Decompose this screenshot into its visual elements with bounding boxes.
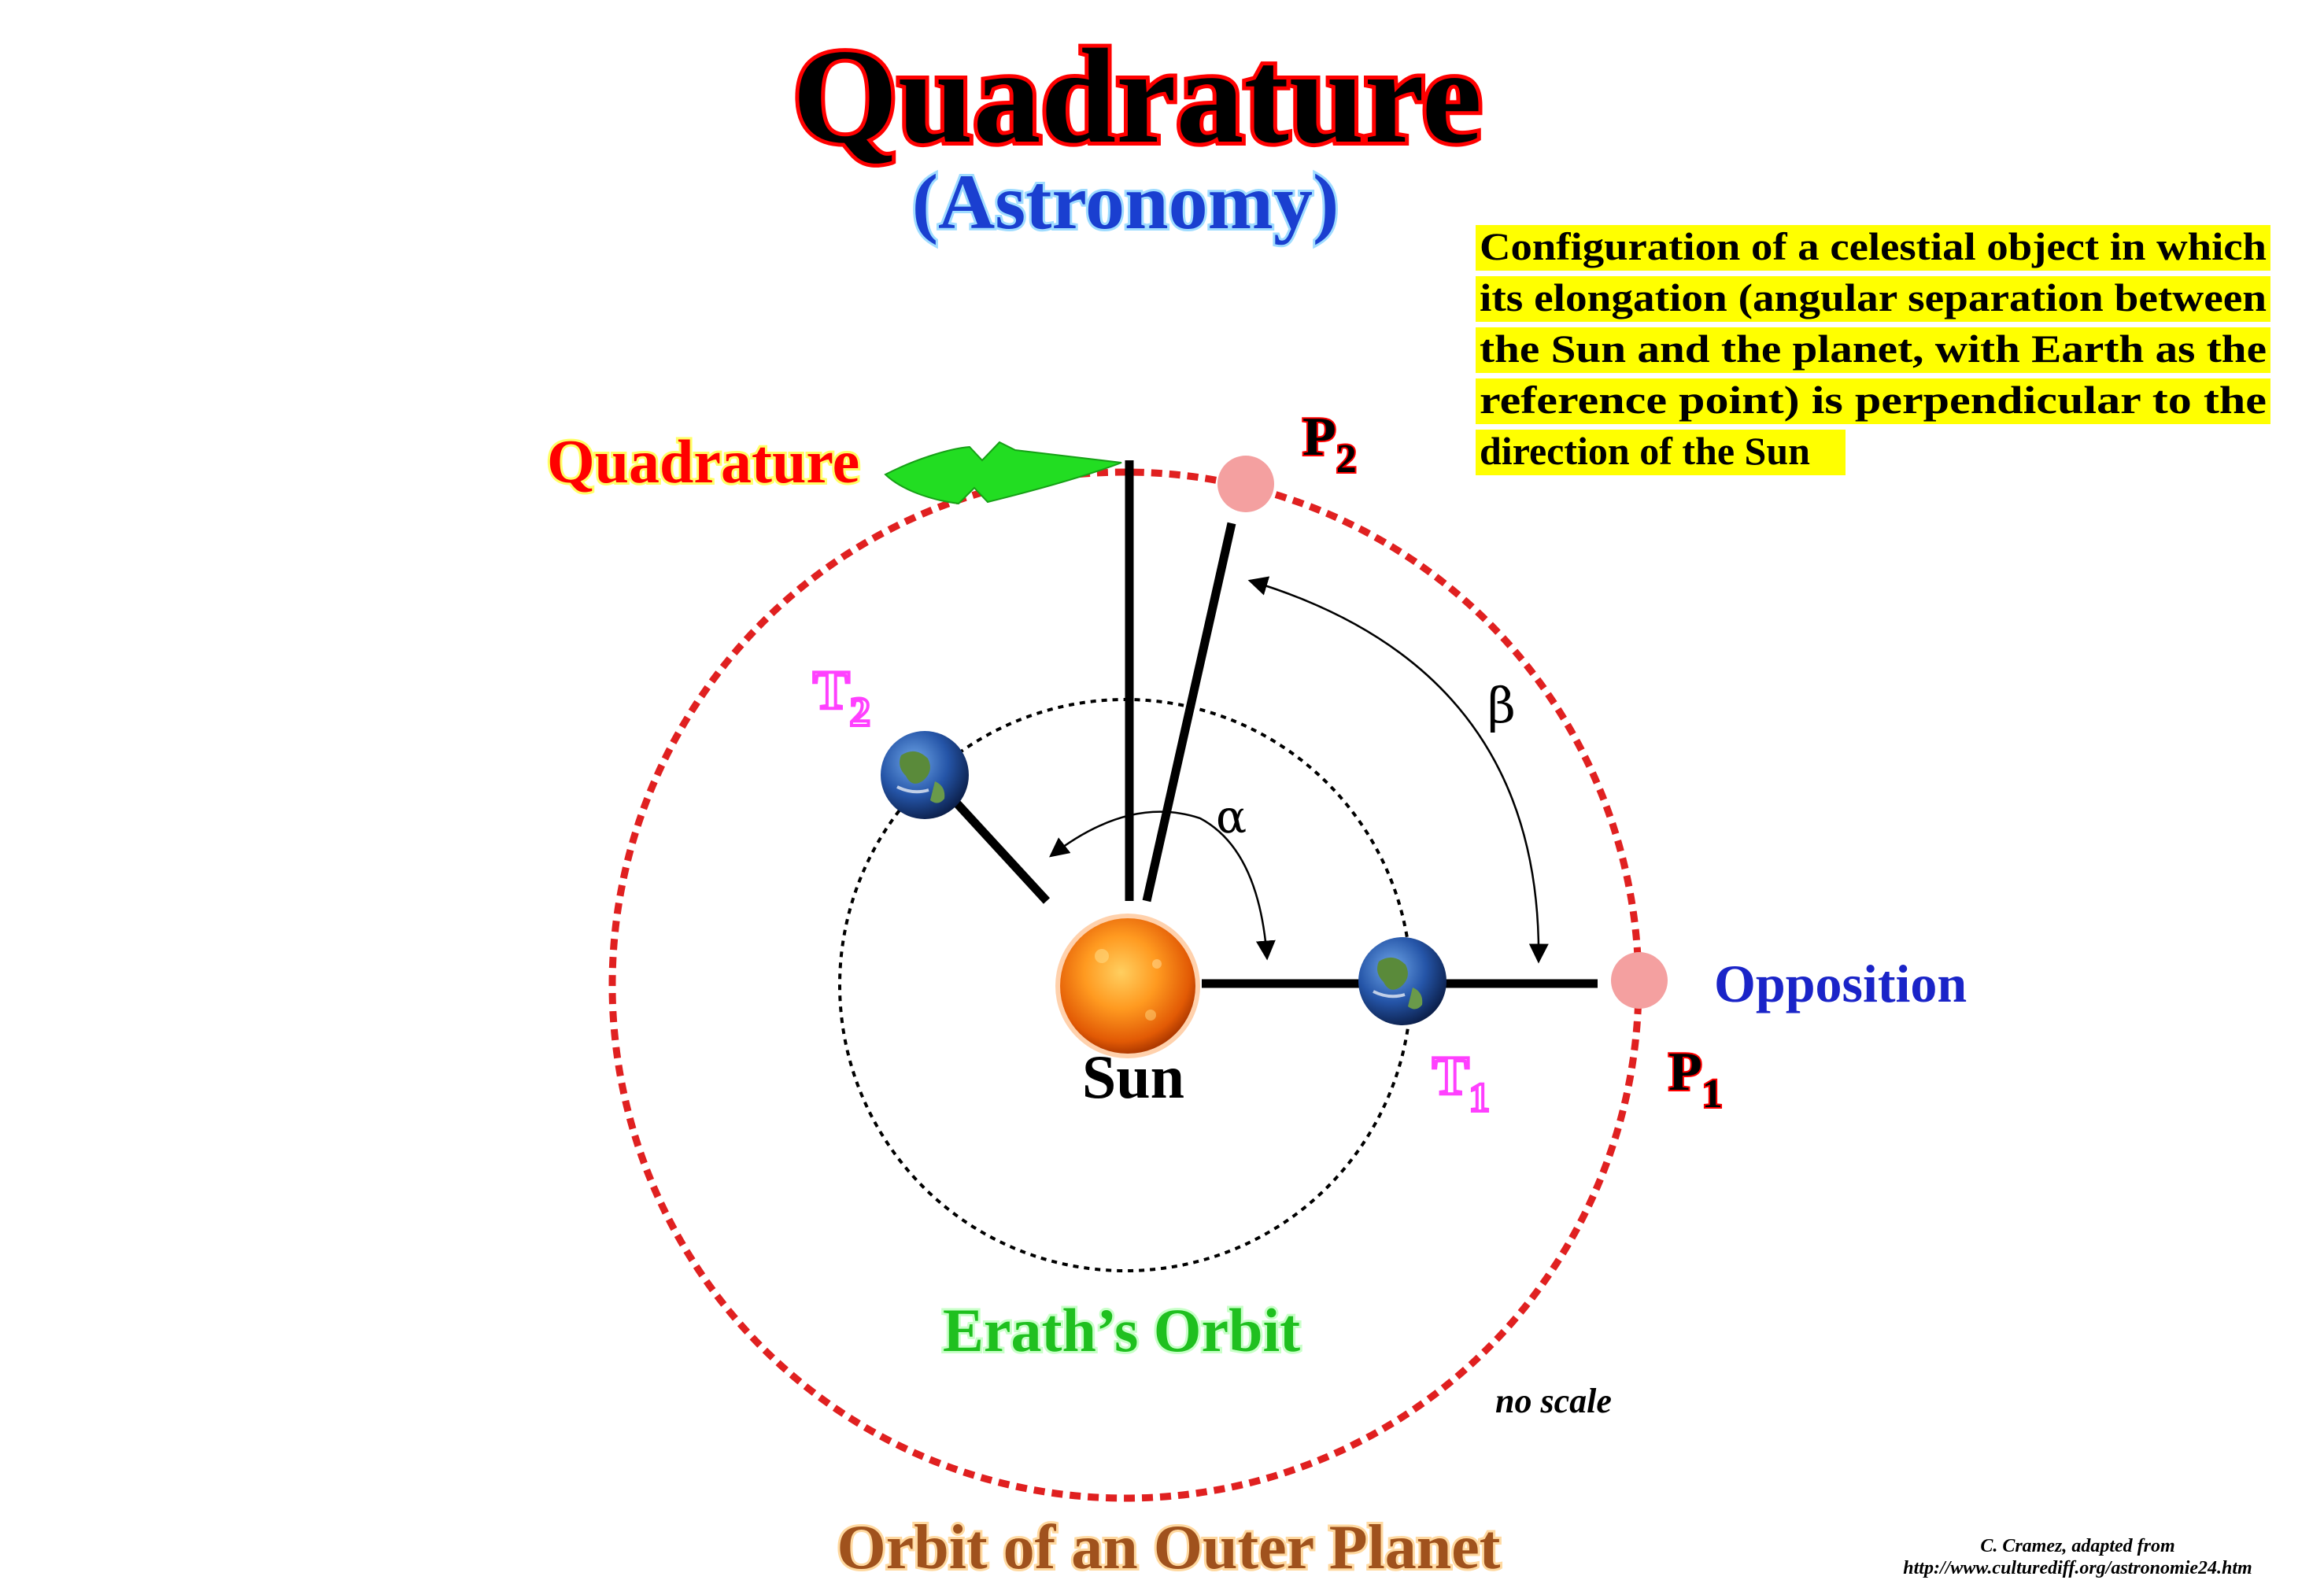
opposition-label: Opposition — [1714, 954, 1967, 1013]
no-scale-label: no scale — [1495, 1382, 1612, 1420]
definition-line-1: Configuration of a celestial object in w… — [1480, 224, 2267, 268]
t2-label: T2 — [813, 660, 870, 735]
planet-dot-icon — [1217, 456, 1274, 512]
outer-orbit-label: Orbit of an Outer Planet — [837, 1513, 1501, 1580]
earth-orbit-label: Erath’s Orbit — [943, 1296, 1300, 1364]
planet-dot-icon — [1611, 952, 1668, 1009]
sun-to-p2-line — [1142, 522, 1236, 903]
quadrature-arrow — [884, 441, 1122, 505]
definition-line-5-highlight — [1476, 430, 1846, 475]
alpha-label: α — [1216, 790, 1247, 844]
p2-label: P2 — [1302, 407, 1357, 482]
definition-line-3: the Sun and the planet, with Earth as th… — [1480, 327, 2267, 371]
definition-line-2: its elongation (angular separation betwe… — [1480, 275, 2267, 319]
definition-line-2-highlight — [1476, 276, 2270, 322]
credit-line-2: http://www.culturediff.org/astronomie24.… — [1903, 1558, 2252, 1578]
page-title: Quadrature — [793, 22, 1482, 172]
t1-label: T1 — [1432, 1046, 1490, 1120]
definition-line-5: direction of the Sun — [1480, 429, 1810, 473]
definition-box: Configuration of a celestial object in w… — [1476, 224, 2270, 475]
sun-label: Sun — [1082, 1043, 1184, 1111]
definition-line-4-highlight — [1476, 378, 2270, 424]
beta-label: β — [1487, 677, 1516, 734]
credit-line-1: C. Cramez, adapted from — [1980, 1536, 2174, 1556]
p1-label: P1 — [1668, 1042, 1723, 1117]
page-subtitle: (Astronomy) — [912, 158, 1339, 245]
sun-icon — [1055, 914, 1200, 1058]
definition-line-3-highlight — [1476, 327, 2270, 373]
definition-line-4: reference point) is perpendicular to the — [1480, 378, 2267, 422]
quadrature-label: Quadrature — [547, 427, 859, 496]
beta-angle-arc — [1247, 576, 1549, 964]
earth-globe-icon — [1358, 937, 1446, 1025]
t2-sight-line — [952, 799, 1051, 904]
definition-line-1-highlight — [1476, 225, 2270, 271]
earth-globe-icon — [881, 731, 969, 819]
